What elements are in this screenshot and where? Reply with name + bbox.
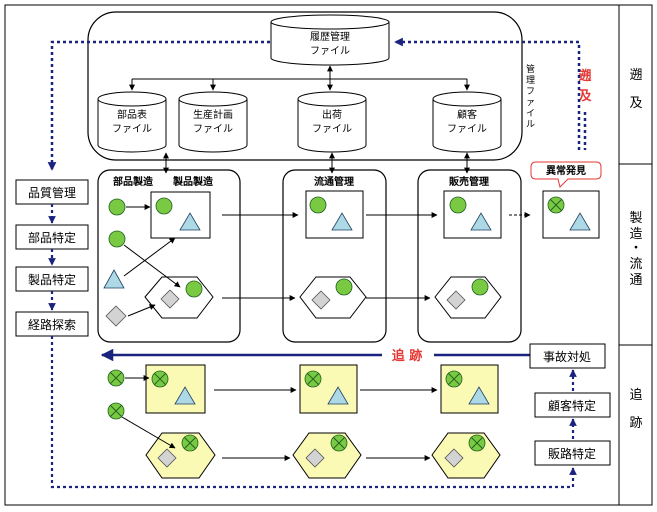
svg-text:イ: イ — [526, 109, 535, 119]
svg-text:出荷: 出荷 — [322, 108, 342, 121]
svg-text:・: ・ — [629, 241, 642, 256]
section-label-backtrack: 遡 及 — [629, 68, 642, 111]
svg-text:追 跡: 追 跡 — [392, 348, 423, 364]
dotted-path-to-quality — [47, 40, 270, 171]
svg-text:ファイル: ファイル — [310, 46, 350, 57]
section-label-trace: 追 跡 — [629, 387, 642, 431]
management-file-label: 管 理 フ ァ イ ル — [526, 63, 535, 130]
svg-text:部品表: 部品表 — [117, 108, 147, 121]
svg-text:ファイル: ファイル — [193, 124, 233, 135]
step-customer: 顧客特定 — [548, 398, 596, 413]
svg-text:跡: 跡 — [629, 415, 642, 431]
svg-text:理: 理 — [526, 75, 535, 86]
svg-text:流: 流 — [629, 257, 642, 272]
svg-text:追: 追 — [629, 387, 642, 403]
svg-text:管: 管 — [526, 63, 535, 75]
production-plan-db: 生産計画 ファイル — [178, 91, 248, 153]
step-accident: 事故対処 — [543, 349, 591, 364]
svg-text:及: 及 — [629, 96, 642, 111]
svg-text:顧客: 顧客 — [457, 108, 477, 121]
parts-file-db: 部品表 ファイル — [97, 91, 167, 153]
svg-text:ファイル: ファイル — [312, 124, 352, 135]
svg-text:ル: ル — [526, 120, 535, 130]
right-steps: 事故対処 顧客特定 販路特定 — [529, 343, 611, 466]
svg-text:遡: 遡 — [629, 68, 642, 83]
shipping-file-db: 出荷 ファイル — [297, 91, 367, 153]
distribution-items — [299, 190, 367, 319]
svg-text:ファイル: ファイル — [112, 124, 152, 135]
history-file-db: 履歴管理 ファイル — [270, 14, 390, 66]
stage-distribution: 流通管理 — [314, 175, 354, 188]
stage-product-mfg: 製品製造 — [172, 175, 214, 188]
svg-text:通: 通 — [629, 273, 642, 288]
svg-text:ファイル: ファイル — [447, 124, 487, 135]
trace-items — [107, 364, 501, 479]
svg-text:製: 製 — [629, 211, 642, 226]
anomaly-box: 異常発見 — [530, 161, 602, 239]
svg-text:造: 造 — [629, 227, 642, 242]
step-quality: 品質管理 — [28, 185, 76, 200]
manufacturing-items — [103, 191, 214, 327]
manufacturing-group — [97, 169, 241, 343]
section-label-manufacturing: 製 造 ・ 流 通 — [629, 211, 642, 288]
database-group — [87, 11, 523, 161]
anomaly-label: 異常発見 — [546, 164, 586, 177]
svg-text:遡: 遡 — [578, 68, 591, 84]
stage-sales: 販売管理 — [449, 175, 489, 188]
sales-items — [434, 190, 502, 319]
step-product: 製品特定 — [28, 272, 76, 287]
distribution-group — [282, 169, 387, 343]
sales-group — [417, 169, 522, 343]
svg-text:生産計画: 生産計画 — [193, 108, 233, 121]
svg-text:及: 及 — [578, 89, 592, 104]
backtrack-indicator: 遡 及 — [394, 37, 592, 150]
svg-text:ァ: ァ — [526, 98, 535, 108]
flow-arrows — [222, 212, 531, 301]
step-parts: 部品特定 — [28, 230, 76, 245]
stage-parts-mfg: 部品製造 — [113, 175, 154, 188]
step-channel: 販路特定 — [548, 446, 596, 461]
trace-arrow: 追 跡 — [100, 348, 530, 364]
customer-file-db: 顧客 ファイル — [432, 91, 502, 153]
svg-text:履歴管理: 履歴管理 — [310, 30, 350, 43]
svg-text:フ: フ — [526, 87, 535, 97]
outer-frame — [4, 4, 653, 506]
step-route: 経路探索 — [28, 317, 76, 332]
left-steps: 品質管理 部品特定 製品特定 経路探索 — [15, 179, 89, 337]
